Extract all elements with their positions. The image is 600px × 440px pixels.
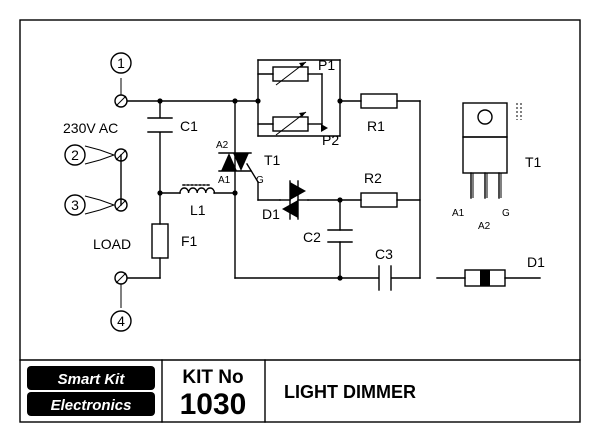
capacitor-c1: C1 [147, 117, 198, 134]
terminal-2: 2 [64, 144, 128, 166]
pkg-a2-label: A2 [478, 221, 491, 232]
pkg-d1-label: D1 [527, 254, 545, 270]
circuit-wiring [120, 59, 421, 279]
junction-dots [157, 98, 343, 281]
load-label: LOAD [93, 236, 131, 252]
potentiometer-p2: P2 [272, 111, 339, 148]
t1-a1-label: A1 [218, 175, 231, 186]
t1-g-label: G [256, 175, 264, 186]
diac-package: D1 [436, 254, 545, 287]
diac-d1: D1 [262, 180, 309, 222]
terminal-3-label: 3 [71, 197, 79, 213]
terminal-3: 3 [64, 194, 128, 216]
triac-t1: T1 A2 A1 G [216, 140, 281, 186]
l1-label: L1 [190, 202, 206, 218]
r1-label: R1 [367, 118, 385, 134]
c2-label: C2 [303, 229, 321, 245]
resistor-r1: R1 [360, 93, 398, 134]
d1-label: D1 [262, 206, 280, 222]
fuse-f1: F1 [151, 223, 198, 259]
t1-label: T1 [264, 152, 281, 168]
resistor-r2: R2 [360, 170, 398, 208]
terminal-2-label: 2 [71, 147, 79, 163]
potentiometer-p1: P1 [272, 57, 335, 86]
r2-label: R2 [364, 170, 382, 186]
terminal-4-label: 4 [117, 313, 125, 329]
brand-line2: Electronics [51, 397, 132, 414]
pkg-g-label: G [502, 208, 510, 219]
kit-number: 1030 [180, 388, 247, 421]
p1-label: P1 [318, 57, 335, 73]
drawing-border [19, 19, 581, 423]
supply-label: 230V AC [63, 120, 118, 136]
t1-a2-label: A2 [216, 140, 229, 151]
pkg-a1-label: A1 [452, 208, 465, 219]
terminal-1-label: 1 [117, 55, 125, 71]
inductor-l1: L1 [179, 184, 216, 218]
f1-label: F1 [181, 233, 198, 249]
p2-label: P2 [322, 132, 339, 148]
c3-label: C3 [375, 246, 393, 262]
title-block: Smart Kit Electronics KIT No 1030 LIGHT … [27, 359, 416, 423]
capacitor-c3: C3 [375, 246, 393, 291]
brand-logo: Smart Kit Electronics [27, 366, 155, 416]
pkg-t1-label: T1 [525, 154, 542, 170]
capacitor-c2: C2 [303, 229, 353, 245]
kit-number-label: KIT No [182, 367, 243, 388]
triac-package-to220: T1 A1 A2 G [452, 102, 542, 232]
project-title: LIGHT DIMMER [284, 382, 416, 402]
terminal-4: 4 [110, 271, 132, 332]
brand-line1: Smart Kit [58, 371, 126, 388]
c1-label: C1 [180, 118, 198, 134]
terminal-1: 1 [110, 52, 132, 108]
